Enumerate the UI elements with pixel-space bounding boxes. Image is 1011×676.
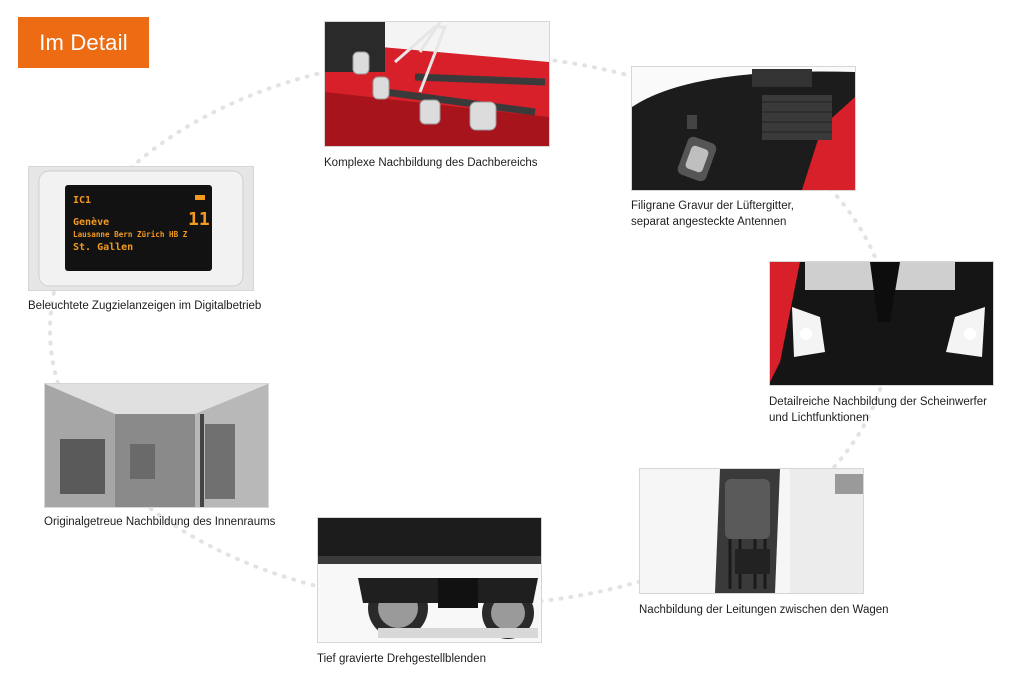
- caption-vents: Filigrane Gravur der Lüftergitter, separ…: [631, 200, 794, 228]
- display-track: 11: [188, 209, 210, 230]
- caption-display: Beleuchtete Zugzielanzeigen im Digitalbe…: [28, 300, 262, 312]
- destination-display-image: IC1 11 Genève Lausanne Bern Zürich HB Z …: [28, 166, 254, 291]
- coupling-detail-image: [639, 468, 864, 594]
- caption-roof: Komplexe Nachbildung des Dachbereichs: [324, 157, 538, 169]
- display-destination: Genève: [73, 216, 109, 228]
- display-via: Lausanne Bern Zürich HB Z: [73, 230, 188, 239]
- display-origin: St. Gallen: [73, 242, 133, 253]
- display-line: IC1: [73, 195, 91, 206]
- headlight-detail-image: [769, 261, 994, 386]
- roof-detail-image: [324, 21, 550, 147]
- caption-interior: Originalgetreue Nachbildung des Innenrau…: [44, 516, 276, 528]
- caption-headlights: Detailreiche Nachbildung der Scheinwerfe…: [769, 396, 987, 424]
- vent-detail-image: [631, 66, 856, 191]
- caption-cables: Nachbildung der Leitungen zwischen den W…: [639, 604, 889, 616]
- display-svg: IC1 11 Genève Lausanne Bern Zürich HB Z …: [29, 167, 253, 290]
- interior-detail-image: [44, 383, 269, 508]
- section-badge: Im Detail: [18, 17, 149, 68]
- bogie-detail-image: [317, 517, 542, 643]
- caption-bogies: Tief gravierte Drehgestellblenden: [317, 653, 486, 665]
